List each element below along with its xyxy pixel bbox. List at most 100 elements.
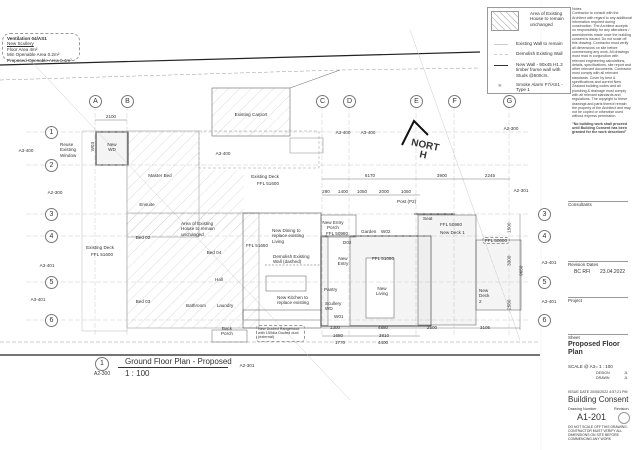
consultants-label: Consultants (568, 202, 592, 207)
ffl-deck2: FFL 50600 (482, 237, 511, 245)
notes-title: Notes (572, 7, 582, 11)
grid-column-f: F (448, 95, 461, 108)
existing-wall-swatch (494, 44, 508, 45)
grid-row-4-right: 4 (538, 230, 551, 243)
door-d02: D02 (343, 240, 352, 245)
room-new-wd: New WD (107, 142, 117, 153)
room-new-entry-porch: New Entry Porch (322, 220, 344, 231)
new-deck-1 (417, 214, 477, 326)
grid-column-e: E (410, 95, 423, 108)
issue-date: ISSUE DATE 20/05/2022 4:57:21 PM (568, 390, 628, 394)
room-bathroom: Bathroom (186, 303, 206, 308)
room-pantry: Pantry (324, 287, 338, 292)
garden-label: Garden (361, 229, 377, 234)
grid-row-3: 3 (45, 208, 58, 221)
section-marker-a2-301-right[interactable]: A2-301 (513, 188, 529, 193)
ventilation-room: New Scullery (7, 41, 34, 47)
room-new-dining: New Dining to replace existing Living (272, 228, 304, 244)
section-marker-a3-400-left[interactable]: A3-400 (18, 148, 34, 153)
reuse-window-note: Reuse Existing Window (60, 142, 77, 158)
view-title-underline (118, 367, 228, 368)
grid-column-d: D (343, 95, 356, 108)
room-existing-deck-top: Existing Deck (251, 174, 279, 179)
grid-row-5-right: 5 (538, 276, 551, 289)
ffl-dining: FFL 51650 (246, 243, 269, 248)
sheet-label: Sheet (568, 335, 580, 340)
legend: Area of Existing House to remain unchang… (487, 7, 571, 94)
room-back-porch: Back Porch (220, 326, 233, 337)
revision-date: 23.04.2022 (600, 269, 626, 275)
window-w01: W01 (334, 314, 344, 319)
dim-4880: 4880 (377, 325, 389, 330)
existing-area-note: Area of Existing House to remain unchang… (181, 221, 215, 237)
demolish-wall-note: Demolish Existing Wall (dashed) (273, 254, 310, 265)
drawn-label: DRAWN (596, 376, 610, 380)
window-w02: W02 (381, 229, 391, 234)
ffl-existing-deck-top: FFL 51600 (256, 181, 280, 186)
room-new-living: New Living (374, 286, 390, 297)
section-marker-a3-400-4[interactable]: A3-400 (335, 130, 351, 135)
section-marker-a2-300-top[interactable]: A2-300 (503, 126, 519, 131)
grid-row-2: 2 (45, 159, 58, 172)
dim-1770: 1770 (334, 340, 346, 345)
grid-row-1: 1 (45, 126, 58, 139)
grid-column-b: B (121, 95, 134, 108)
dim-1680: 1680 (332, 333, 344, 338)
ffl-entry-porch: FFL 50980 (326, 231, 349, 236)
smoke-alarm-icon: ✱ (498, 83, 502, 88)
carport (211, 87, 291, 137)
revision-code: BC RFI (574, 269, 591, 275)
new-wall-swatch (494, 65, 508, 66)
legend-new-wall: New Wall - 90x45 H1.2 timber frame wall … (516, 62, 563, 78)
room-ensuite: Ensuite (139, 202, 155, 207)
dim-1300: 1300 (329, 325, 341, 330)
room-carport: Existing Carport (234, 112, 268, 117)
room-new-kitchen: New Kitchen to replace existing (277, 295, 309, 306)
drawn-value: JL (624, 376, 628, 380)
section-marker-a2-301-bottom[interactable]: A2-301 (239, 363, 255, 368)
new-deck-2 (475, 239, 522, 311)
disclaimer: DO NOT SCALE OFF THIS DRAWING. CONTRACTO… (568, 425, 628, 441)
room-laundry: Laundry (216, 303, 234, 308)
dim-3900: 3900 (436, 173, 448, 178)
design-label: DESIGN (596, 371, 610, 375)
revision-dates-label: Revision Dates (568, 262, 599, 267)
section-marker-a3-401-2-right[interactable]: A3-401 (541, 260, 557, 265)
grid-row-4: 4 (45, 230, 58, 243)
room-new-deck-1: New Deck 1 (440, 230, 465, 235)
dim-1050: 1050 (356, 189, 368, 194)
dim-1500: 1500 (506, 222, 512, 233)
room-new-deck-2: New Deck 2 (479, 288, 490, 304)
ventilation-area: Floor Area 4m² (7, 46, 38, 52)
dim-2000: 2000 (378, 189, 390, 194)
room-bed02: Bed 02 (135, 235, 151, 240)
dim-2500: 2500 (426, 325, 438, 330)
section-marker-a3-400-carport[interactable]: A3-400 (215, 151, 231, 156)
section-marker-a2-300-left[interactable]: A2-300 (47, 190, 63, 195)
section-marker-a3-401-3[interactable]: A3-401 (30, 297, 46, 302)
notes-body: Contractor to consult with the Architect… (572, 11, 632, 119)
grid-row-5: 5 (45, 276, 58, 289)
ffl-deck1: FFL 50980 (440, 222, 463, 227)
section-marker-a3-401-2[interactable]: A3-401 (39, 263, 55, 268)
view-scale: 1 : 100 (125, 369, 150, 378)
section-marker-a3-400-5[interactable]: A3-400 (360, 130, 376, 135)
post-label: Post (P2) (397, 199, 417, 204)
revision-circle (618, 412, 630, 424)
seat-label: Seat (423, 216, 433, 221)
dim-3810: 3810 (378, 333, 390, 338)
grid-column-g: G (503, 95, 516, 108)
view-title: Ground Floor Plan - Proposed (125, 357, 232, 366)
new-wardrobe (95, 131, 129, 166)
grid-column-c: C (316, 95, 329, 108)
ventilation-note: Ventilation 04/AS1 New Scullery Floor Ar… (2, 33, 80, 63)
grid-row-3-right: 3 (538, 208, 551, 221)
north-arrow (401, 119, 429, 146)
room-existing-deck-left: Existing Deck (86, 245, 114, 250)
ffl-living: FFL 51080 (372, 256, 395, 261)
dim-1050b: 1050 (400, 189, 412, 194)
section-marker-a3-401-3-right[interactable]: A3-401 (541, 299, 557, 304)
project-label: Project (568, 298, 583, 303)
sheet-title: Proposed Floor Plan (568, 341, 620, 356)
